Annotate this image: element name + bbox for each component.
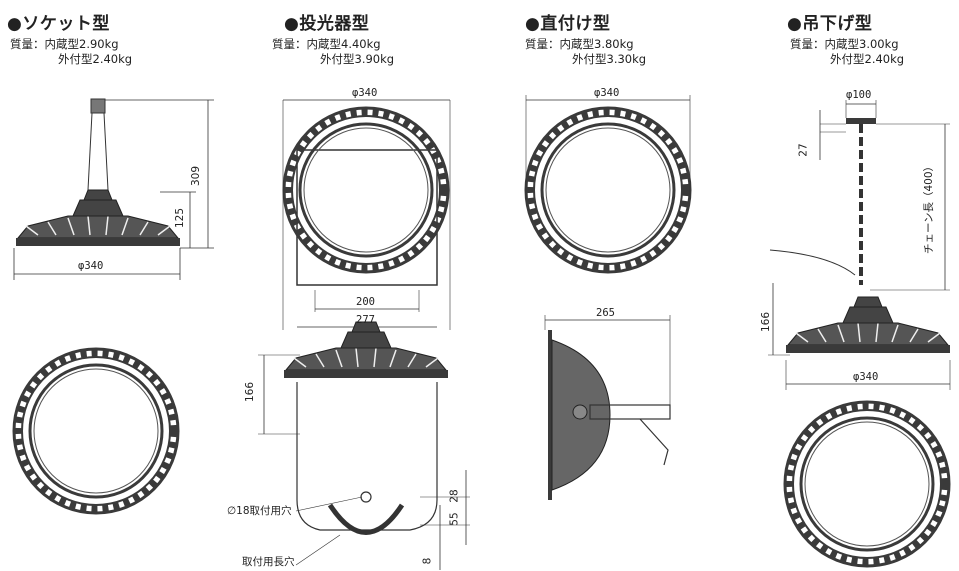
product-title: ●直付け型	[525, 14, 611, 34]
dim-direct-depth: 265	[596, 307, 615, 319]
dim-flood-28: 28	[448, 489, 461, 503]
dim-flood-width-outer: 277	[356, 314, 375, 326]
dim-flood-8: 8	[421, 557, 434, 565]
dim-pendant-diameter: φ340	[853, 371, 879, 383]
floodlight-front-view	[283, 99, 450, 330]
socket-side-view	[13, 98, 214, 280]
product-weight-external: 外付型2.40kg	[830, 52, 905, 66]
product-weight-external: 外付型3.90kg	[320, 52, 395, 66]
product-weight-external: 外付型3.30kg	[572, 52, 647, 66]
direct-side-view	[544, 315, 671, 500]
note-mounting-hole: ∅18取付用穴	[227, 505, 292, 517]
dim-flood-diameter: φ340	[352, 87, 378, 99]
dim-direct-diameter: φ340	[594, 87, 620, 99]
pendant-bottom-view	[785, 402, 949, 566]
product-weight-internal: 質量：内蔵型3.00kg	[790, 37, 899, 51]
product-title: ●吊下げ型	[787, 14, 873, 34]
product-weight-external: 外付型2.40kg	[58, 52, 133, 66]
dim-pendant-chain: チェーン長（400）	[923, 160, 936, 255]
dim-socket-height-body: 125	[174, 207, 187, 229]
product-title: ●ソケット型	[7, 14, 110, 34]
note-mounting-slot: 取付用長穴	[242, 556, 295, 568]
dim-flood-55: 55	[448, 512, 461, 526]
floodlight-side-view	[258, 321, 470, 570]
dim-pendant-27: 27	[797, 143, 810, 157]
product-weight-internal: 質量：内蔵型2.90kg	[10, 37, 119, 51]
pendant-side-view	[768, 100, 951, 390]
dim-pendant-canopy: φ100	[846, 89, 872, 101]
dim-flood-width-inner: 200	[356, 296, 375, 308]
direct-front-view	[526, 95, 690, 272]
dim-socket-diameter: φ340	[78, 260, 104, 272]
dim-flood-height: 166	[244, 381, 257, 403]
product-weight-internal: 質量：内蔵型4.40kg	[272, 37, 381, 51]
dim-socket-height-total: 309	[190, 165, 203, 187]
dim-pendant-height: 166	[760, 311, 773, 333]
socket-bottom-view	[14, 349, 178, 513]
product-weight-internal: 質量：内蔵型3.80kg	[525, 37, 634, 51]
product-title: ●投光器型	[284, 14, 370, 34]
